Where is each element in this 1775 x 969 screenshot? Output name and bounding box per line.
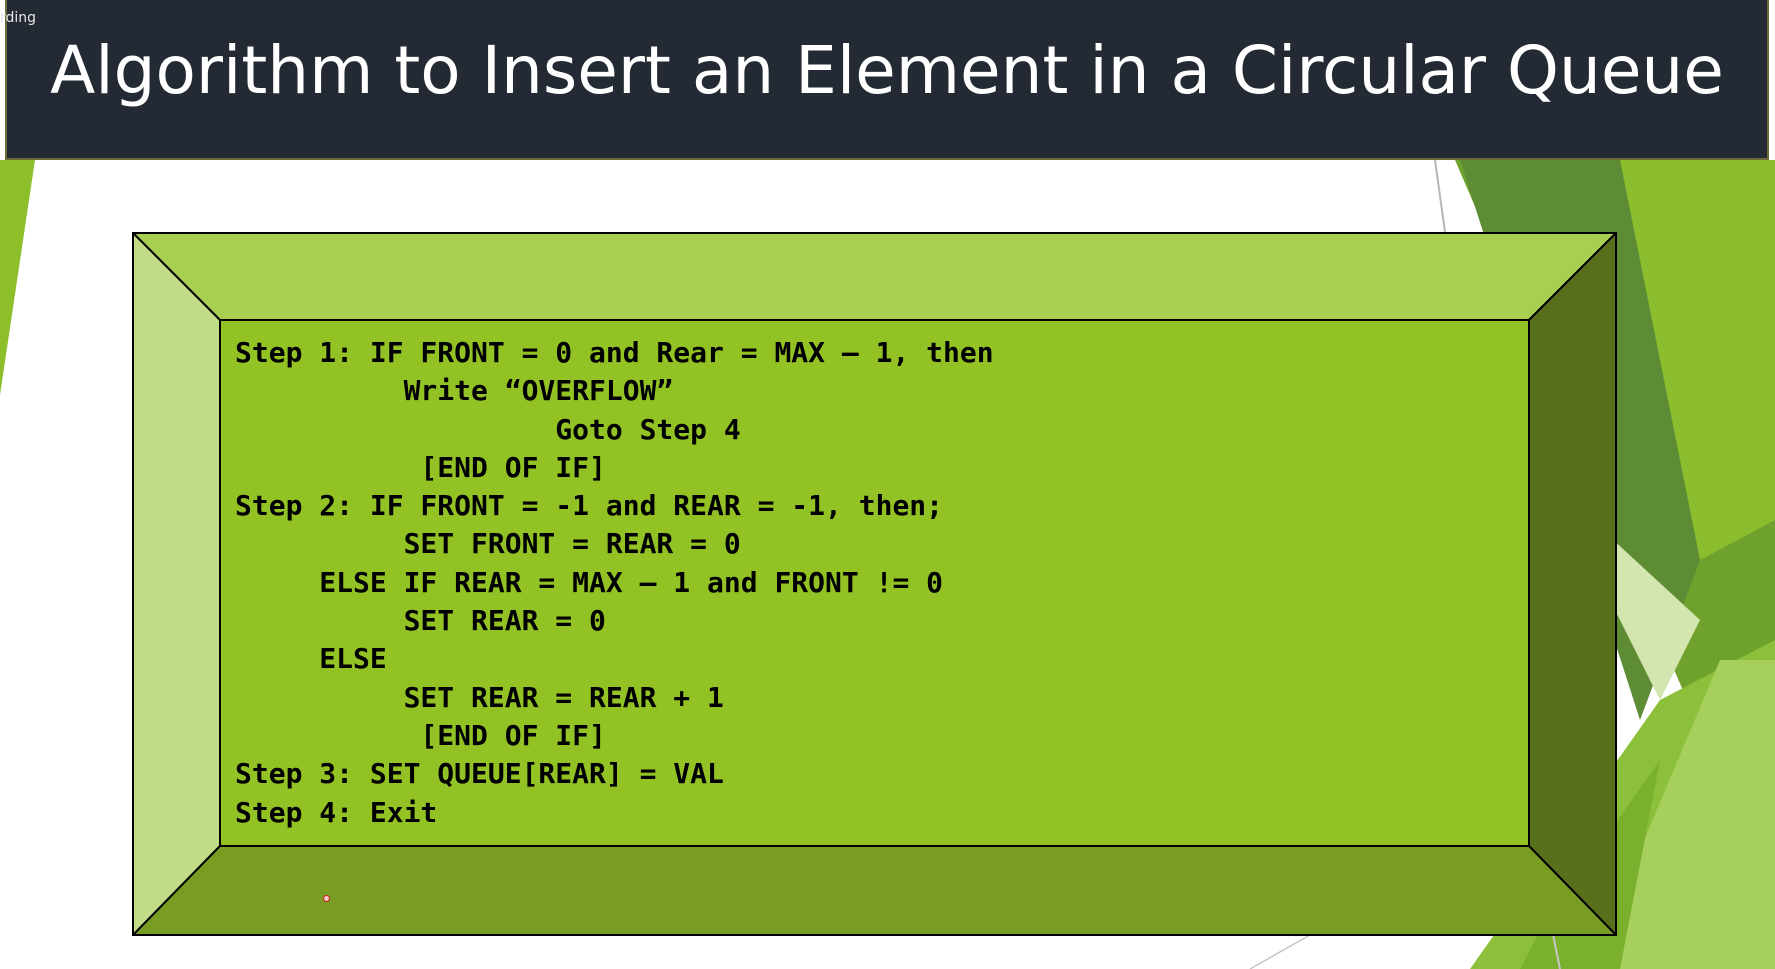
code-line: SET FRONT = REAR = 0 [235, 527, 741, 561]
code-line: Step 4: Exit [235, 795, 438, 829]
laser-pointer-dot [323, 895, 330, 902]
algorithm-code: Step 1: IF FRONT = 0 and Rear = MAX – 1,… [220, 320, 1527, 846]
recording-label: rding [0, 10, 37, 26]
code-line: ELSE IF REAR = MAX – 1 and FRONT != 0 [235, 565, 944, 599]
code-line: SET REAR = 0 [235, 604, 606, 638]
code-line: Step 3: SET QUEUE[REAR] = VAL [235, 757, 724, 791]
code-line: SET REAR = REAR + 1 [235, 680, 724, 714]
code-line: ELSE [235, 642, 387, 676]
code-line: Step 2: IF FRONT = -1 and REAR = -1, the… [235, 489, 944, 523]
algorithm-box: Step 1: IF FRONT = 0 and Rear = MAX – 1,… [132, 232, 1617, 936]
code-line: [END OF IF] [235, 450, 606, 484]
code-line: Goto Step 4 [235, 412, 741, 446]
code-line: Write “OVERFLOW” [235, 374, 674, 408]
bevel-frame [132, 232, 1617, 936]
slide-title: Algorithm to Insert an Element in a Circ… [50, 32, 1724, 109]
code-line: [END OF IF] [235, 718, 606, 752]
code-line: Step 1: IF FRONT = 0 and Rear = MAX – 1,… [235, 336, 994, 369]
title-bar: Algorithm to Insert an Element in a Circ… [5, 0, 1769, 160]
